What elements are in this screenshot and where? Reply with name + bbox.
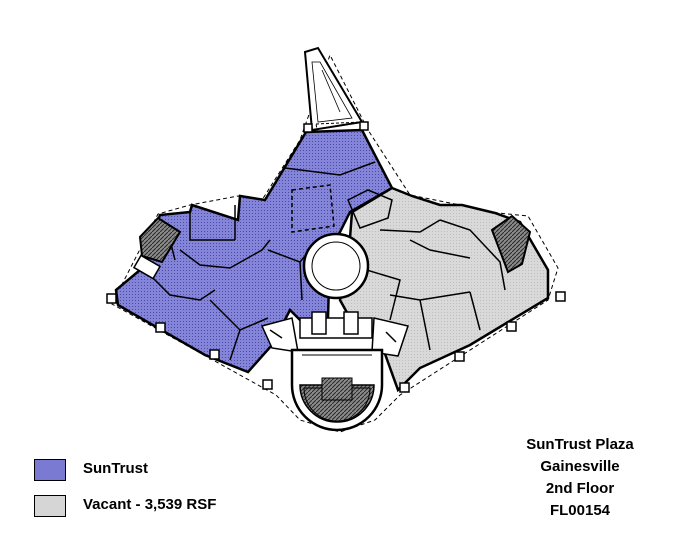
legend-label-suntrust: SunTrust xyxy=(83,460,149,477)
right-stair-hatch xyxy=(490,214,532,274)
legend-swatch-suntrust xyxy=(34,459,66,481)
left-stair-landing xyxy=(132,254,162,280)
building-city: Gainesville xyxy=(540,458,620,475)
vacant-partitions xyxy=(347,189,506,351)
building-name: SunTrust Plaza xyxy=(526,436,634,453)
building-info: SunTrust Plaza Gainesville 2nd Floor FL0… xyxy=(500,434,660,522)
legend-label-vacant: Vacant - 3,539 RSF xyxy=(83,496,217,513)
north-tower xyxy=(303,46,364,135)
south-lobby xyxy=(290,348,384,432)
building-code: FL00154 xyxy=(549,502,611,519)
left-stair-hatch xyxy=(138,216,182,264)
legend-swatch-vacant xyxy=(34,495,66,517)
elevator-lobby xyxy=(260,311,409,357)
perimeter-columns xyxy=(106,121,566,393)
atrium-circle xyxy=(302,232,370,300)
floor-label: 2nd Floor xyxy=(545,480,615,497)
